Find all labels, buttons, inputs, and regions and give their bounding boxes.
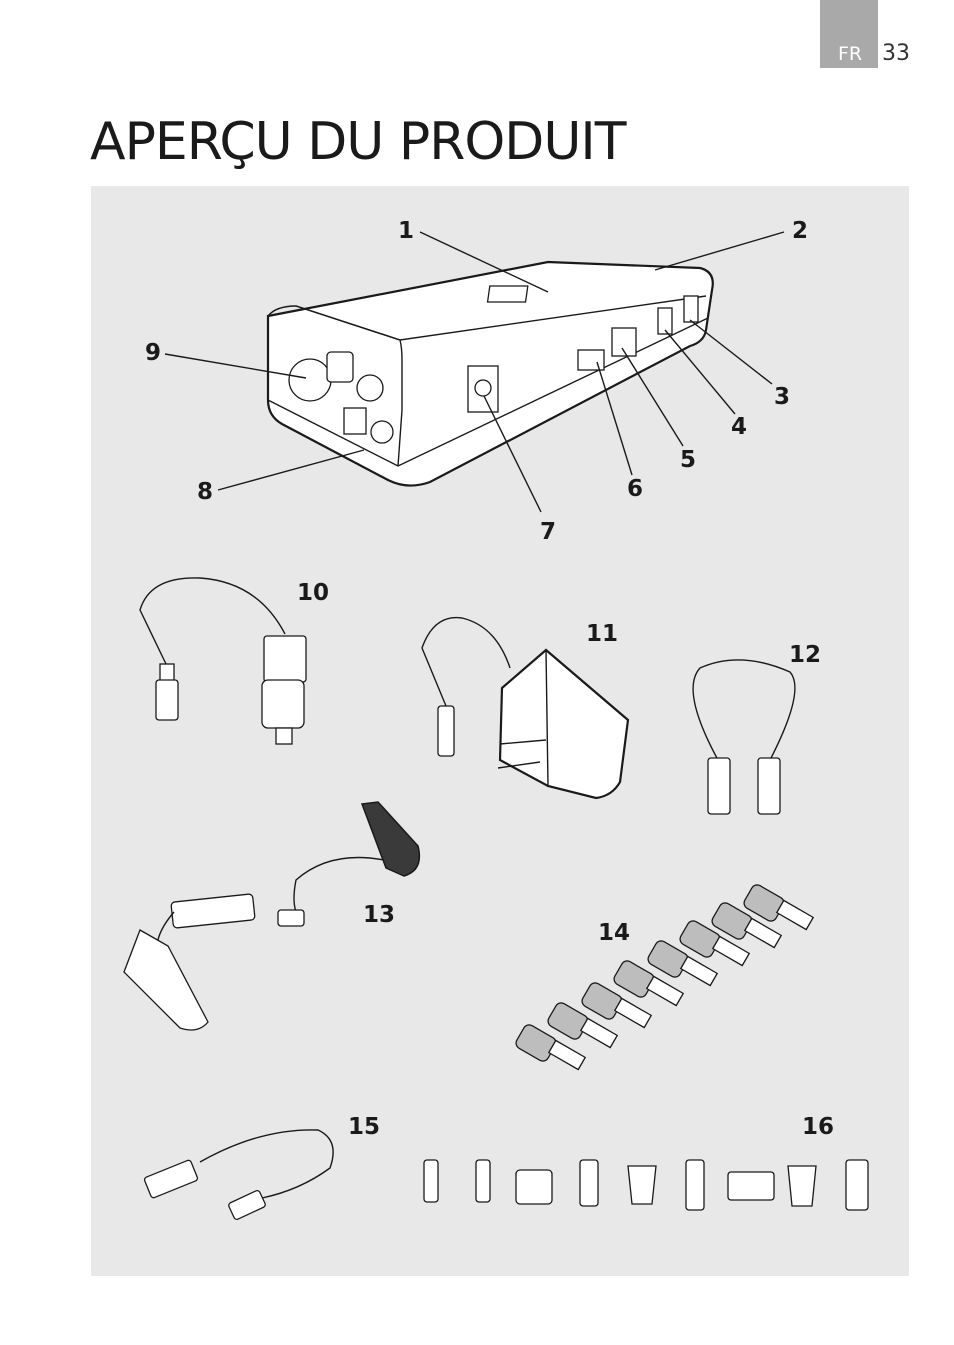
callout-6: 6 <box>627 476 644 502</box>
page-tab <box>820 0 878 68</box>
page-number: 33 <box>882 41 910 66</box>
callout-13: 13 <box>363 902 396 928</box>
callout-14: 14 <box>598 920 631 946</box>
loop-cable <box>692 659 796 815</box>
callout-8: 8 <box>197 479 214 505</box>
callout-10: 10 <box>297 580 330 606</box>
callout-4: 4 <box>731 414 748 440</box>
callout-1: 1 <box>398 218 415 244</box>
callout-12: 12 <box>789 642 822 668</box>
callout-11: 11 <box>586 621 619 647</box>
callout-2: 2 <box>792 218 809 244</box>
adapter-connectors <box>423 1159 869 1211</box>
car-charger-cable <box>139 577 307 745</box>
power-bank-unit <box>266 260 714 487</box>
tips-set <box>515 884 815 1071</box>
wall-charger <box>421 616 630 800</box>
callout-15: 15 <box>348 1114 381 1140</box>
callout-5: 5 <box>680 447 697 473</box>
page-title: APERÇU DU PRODUIT <box>90 112 626 172</box>
callout-9: 9 <box>145 340 162 366</box>
callout-7: 7 <box>540 519 557 545</box>
leader-lines <box>164 231 785 513</box>
callout-3: 3 <box>774 384 791 410</box>
callout-16: 16 <box>802 1114 835 1140</box>
usb-cable <box>143 1129 334 1221</box>
language-label: FR <box>838 43 863 65</box>
jumper-clamps <box>123 801 421 1031</box>
